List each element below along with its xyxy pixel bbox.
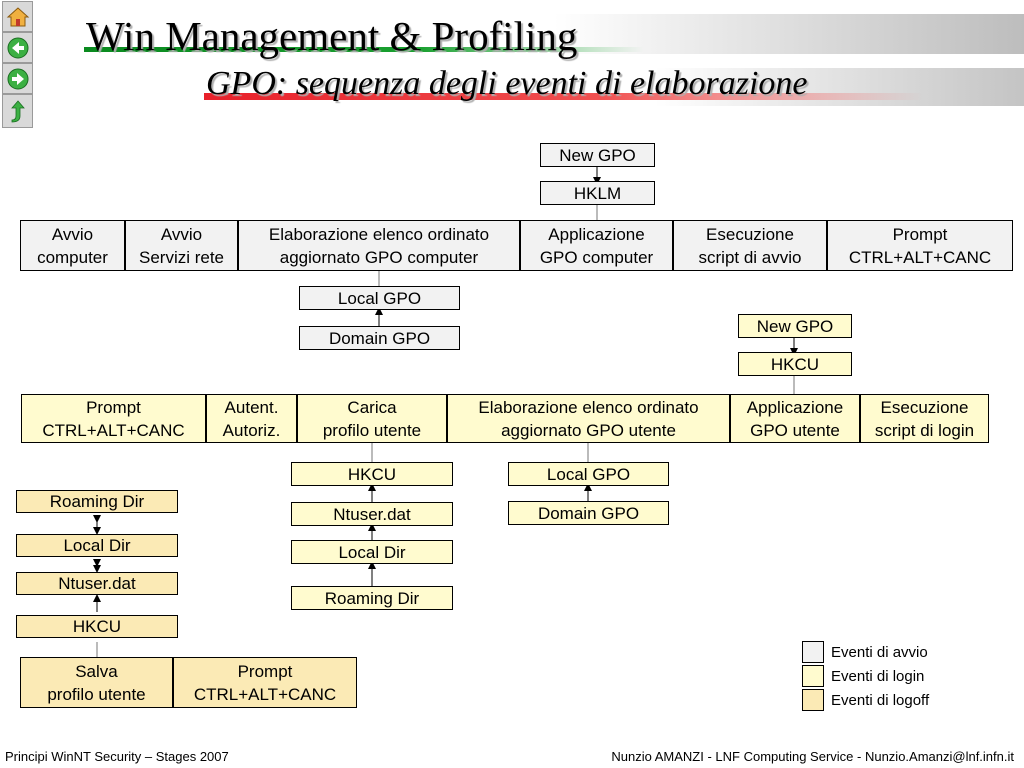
login-step-2: Autent.Autoriz. xyxy=(206,394,297,443)
legend-swatch-login xyxy=(802,665,824,687)
login-profile-roamingdir-box: Roaming Dir xyxy=(291,586,453,610)
home-icon xyxy=(6,6,29,26)
logoff-roamingdir-box: Roaming Dir xyxy=(16,490,178,513)
footer-right: Nunzio AMANZI - LNF Computing Service - … xyxy=(611,749,1014,764)
login-local-gpo-box: Local GPO xyxy=(508,462,669,486)
up-button[interactable] xyxy=(2,94,33,128)
legend-swatch-startup xyxy=(802,641,824,663)
logoff-localdir-box: Local Dir xyxy=(16,534,178,557)
login-new-gpo-box: New GPO xyxy=(738,314,852,338)
back-button[interactable] xyxy=(2,32,33,63)
login-profile-ntuser-box: Ntuser.dat xyxy=(291,502,453,526)
home-button[interactable] xyxy=(2,1,33,32)
startup-domain-gpo-box: Domain GPO xyxy=(299,326,460,350)
forward-button[interactable] xyxy=(2,63,33,94)
legend-swatch-logoff xyxy=(802,689,824,711)
title-accent-stripe xyxy=(84,47,644,52)
login-hkcu-box: HKCU xyxy=(738,352,852,376)
page-subtitle: GPO: sequenza degli eventi di elaborazio… xyxy=(206,65,808,102)
arrow-right-icon xyxy=(7,68,28,89)
legend-label-login: Eventi di login xyxy=(831,668,925,685)
subtitle-accent-stripe xyxy=(204,93,924,100)
page-title: Win Management & Profiling xyxy=(86,13,578,59)
legend-label-startup: Eventi di avvio xyxy=(831,644,928,661)
logoff-ntuser-box: Ntuser.dat xyxy=(16,572,178,595)
legend-label-logoff: Eventi di logoff xyxy=(831,692,930,709)
arrow-up-icon xyxy=(10,100,25,123)
startup-new-gpo-box: New GPO xyxy=(540,143,655,167)
startup-local-gpo-box: Local GPO xyxy=(299,286,460,310)
login-profile-localdir-box: Local Dir xyxy=(291,540,453,564)
logoff-hkcu-box: HKCU xyxy=(16,615,178,638)
startup-hklm-box: HKLM xyxy=(540,181,655,205)
arrow-left-icon xyxy=(7,37,28,58)
footer-left: Principi WinNT Security – Stages 2007 xyxy=(5,749,229,764)
login-profile-hkcu-box: HKCU xyxy=(291,462,453,486)
login-domain-gpo-box: Domain GPO xyxy=(508,501,669,525)
